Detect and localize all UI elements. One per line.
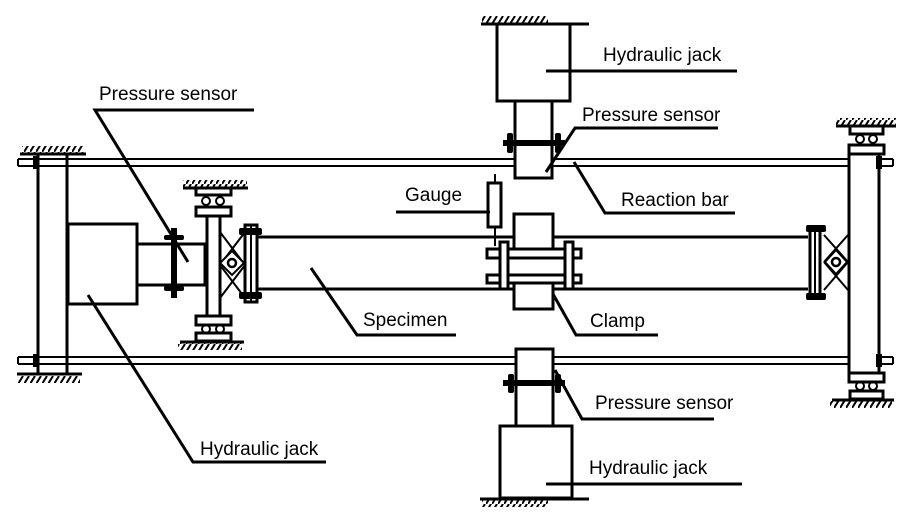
clamp bbox=[485, 212, 583, 311]
bottom-pressure-sensor bbox=[503, 374, 565, 393]
ground-hatch-icon bbox=[22, 146, 84, 153]
ground-hatch-icon bbox=[830, 401, 892, 408]
ground-hatch-icon bbox=[482, 16, 548, 23]
label-hydraulic-jack-left: Hydraulic jack bbox=[200, 439, 319, 460]
ground-hatch-icon bbox=[18, 376, 80, 383]
left-hinge-support bbox=[178, 180, 262, 350]
label-clamp: Clamp bbox=[590, 311, 645, 332]
label-specimen: Specimen bbox=[363, 310, 448, 331]
pin-joint-icon bbox=[823, 234, 849, 291]
ground-hatch-icon bbox=[183, 180, 247, 187]
upper-reaction-bar bbox=[17, 158, 894, 167]
right-end-frame bbox=[830, 118, 896, 408]
label-gauge: Gauge bbox=[405, 185, 462, 206]
ground-hatch-icon bbox=[836, 118, 896, 125]
right-hinge-support bbox=[806, 225, 849, 300]
label-pressure-sensor-bottom: Pressure sensor bbox=[595, 393, 734, 414]
pin-joint-icon bbox=[218, 231, 246, 299]
top-pressure-sensor bbox=[503, 133, 565, 153]
lower-reaction-bar bbox=[17, 356, 894, 365]
leader-lines bbox=[86, 69, 742, 486]
ground-hatch-icon bbox=[178, 343, 242, 350]
label-reaction-bar: Reaction bar bbox=[621, 190, 729, 211]
label-pressure-sensor-top: Pressure sensor bbox=[582, 105, 721, 126]
label-pressure-sensor-left: Pressure sensor bbox=[99, 84, 238, 105]
gauge bbox=[486, 174, 503, 246]
left-hydraulic-jack bbox=[66, 222, 207, 306]
label-hydraulic-jack-bottom: Hydraulic jack bbox=[589, 458, 708, 479]
label-hydraulic-jack-top: Hydraulic jack bbox=[603, 45, 722, 66]
bottom-hydraulic-jack bbox=[480, 347, 589, 507]
top-hydraulic-jack bbox=[481, 16, 589, 180]
ground-hatch-icon bbox=[482, 500, 548, 507]
